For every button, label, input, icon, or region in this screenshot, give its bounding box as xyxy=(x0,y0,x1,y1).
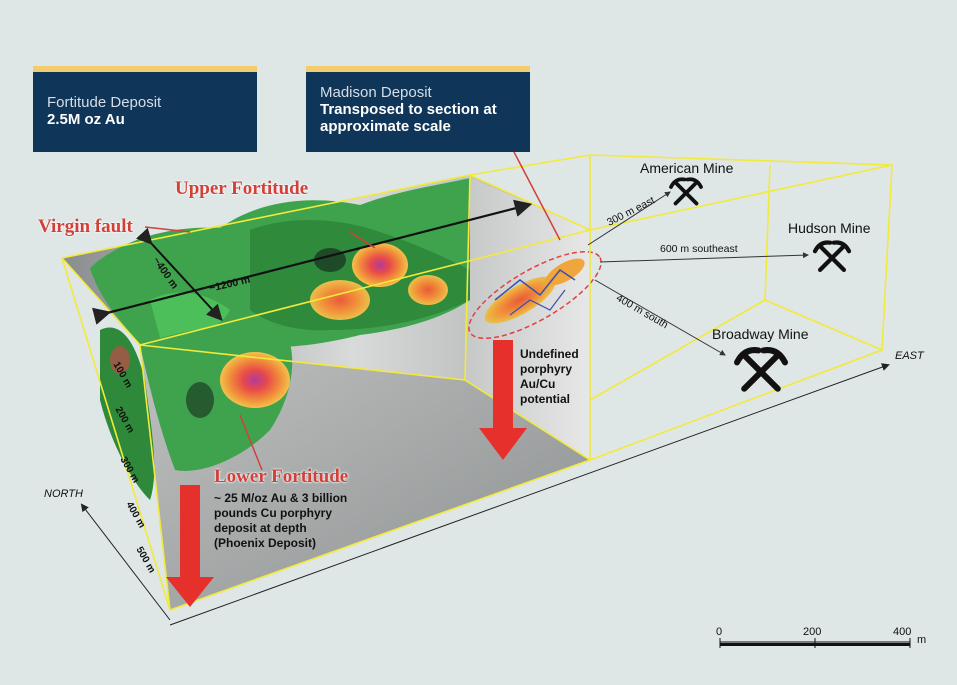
scale-unit: m xyxy=(917,634,927,646)
arrow-lower-fortitude xyxy=(166,485,214,607)
scale-bar xyxy=(719,638,911,648)
hudson-mine-label: Hudson Mine xyxy=(788,220,871,236)
hudson-mine-icon xyxy=(812,240,852,273)
scale-tick-200: 200 xyxy=(803,626,822,638)
fortitude-card-title: Fortitude Deposit xyxy=(47,94,162,111)
madison-card-value: Transposed to section at approximate sca… xyxy=(320,101,497,135)
broadway-mine-icon xyxy=(733,347,789,392)
dim-400-line xyxy=(135,227,223,321)
american-mine-icon xyxy=(669,177,703,206)
lower-fortitude-note: ~ 25 M/oz Au & 3 billion pounds Cu porph… xyxy=(214,491,348,550)
upper-fortitude-core xyxy=(352,243,408,287)
upper-fortitude-label: Upper Fortitude xyxy=(175,178,309,199)
east-axis xyxy=(169,363,890,626)
scale-tick-0: 0 xyxy=(716,626,723,638)
fortitude-deposit-card: Fortitude Deposit 2.5M oz Au xyxy=(33,66,257,152)
madison-deposit-card: Madison Deposit Transposed to section at… xyxy=(306,66,530,152)
fortitude-card-value: 2.5M oz Au xyxy=(47,111,125,128)
lower-fortitude-label: Lower Fortitude xyxy=(214,466,349,487)
madison-card-title: Madison Deposit xyxy=(320,84,432,101)
broadway-mine-label: Broadway Mine xyxy=(712,326,809,342)
american-mine-label: American Mine xyxy=(640,160,734,176)
east-axis-label: EAST xyxy=(895,350,924,362)
virgin-fault-label: Virgin fault xyxy=(38,216,133,237)
scale-tick-400: 400 xyxy=(893,626,912,638)
distance-southeast-label: 600 m southeast xyxy=(660,243,738,255)
arrow-madison xyxy=(479,340,527,460)
madison-potential-note: Undefined porphyry Au/Cu potential xyxy=(520,347,579,406)
lower-fortitude-core xyxy=(220,352,290,408)
north-axis xyxy=(80,503,171,621)
north-axis-label: NORTH xyxy=(44,488,83,500)
